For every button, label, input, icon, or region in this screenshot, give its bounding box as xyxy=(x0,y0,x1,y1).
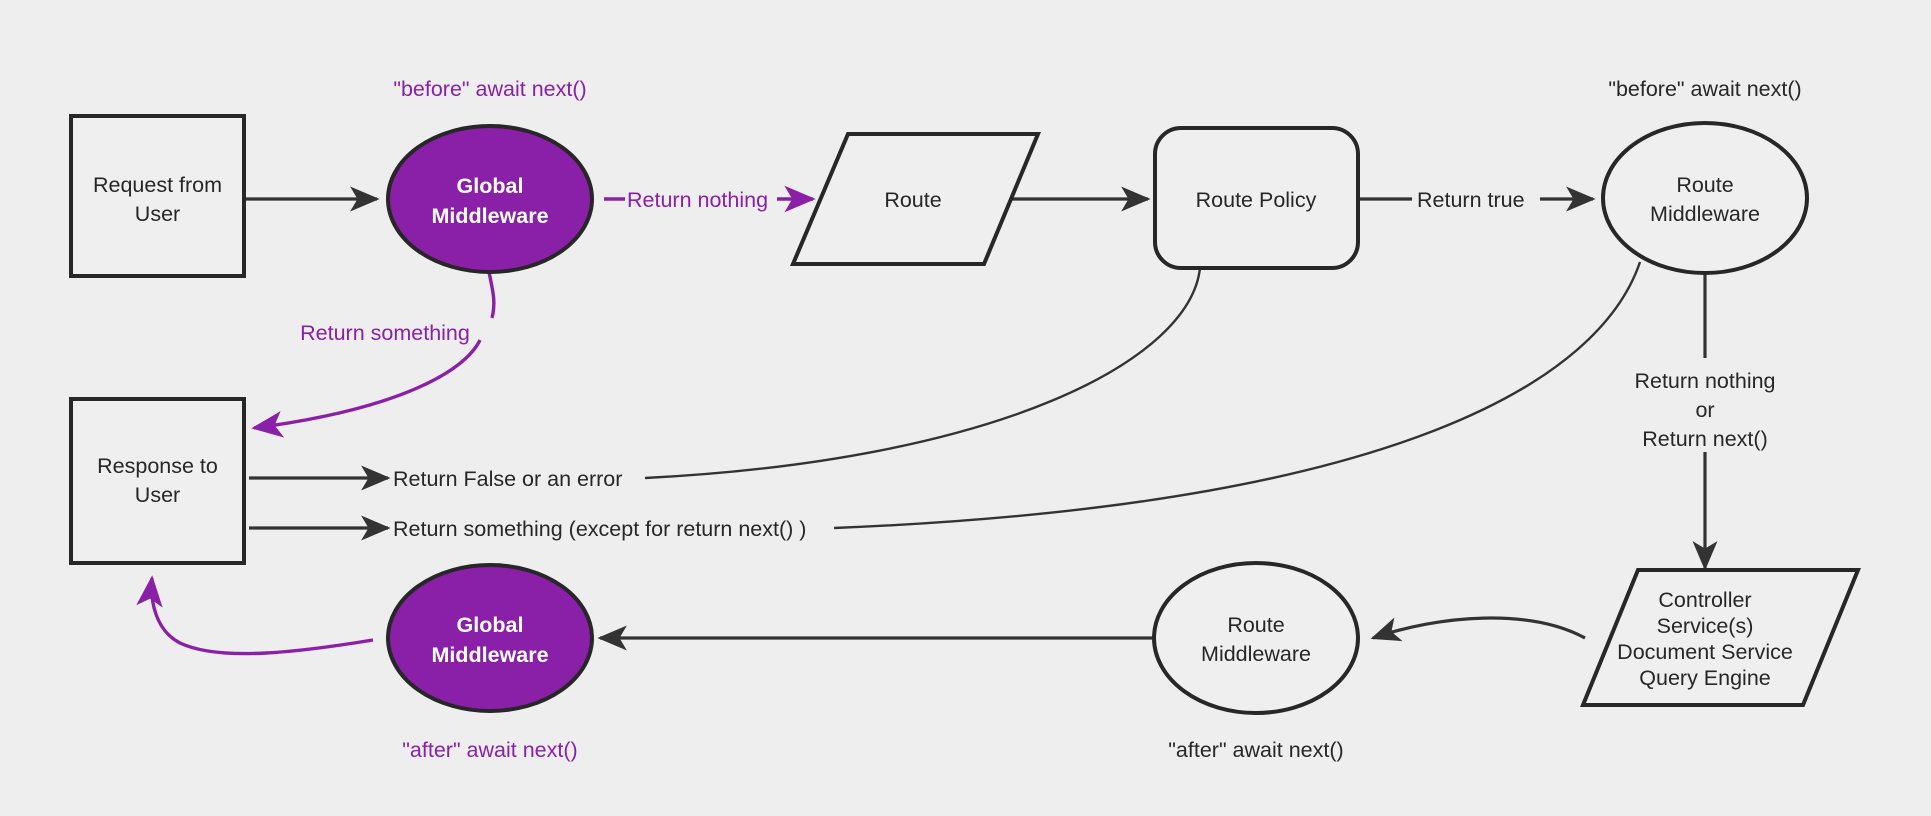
node-request-label-line2: User xyxy=(135,202,180,226)
node-global-middleware-after[interactable]: Global Middleware xyxy=(386,563,594,713)
node-response-label-line2: User xyxy=(135,483,180,507)
edge-route-policy-to-response: Return False or an error xyxy=(249,267,1202,491)
edge-route-middleware-to-controller: Return nothing or Return next() xyxy=(1634,272,1776,571)
annotation-before-await-next-global: "before" await next() xyxy=(393,77,586,101)
annotation-after-await-next-global: "after" await next() xyxy=(402,738,577,762)
node-request-from-user[interactable]: Request from User xyxy=(69,114,246,278)
node-response-label-line1: Response to xyxy=(97,454,218,478)
node-route-policy-label: Route Policy xyxy=(1196,188,1317,212)
node-controller-label-line1: Controller xyxy=(1658,588,1751,612)
annotation-after-await-next-route: "after" await next() xyxy=(1168,738,1343,762)
node-route-label: Route xyxy=(884,188,941,212)
edge-route-middleware-to-response: Return something (except for return next… xyxy=(249,261,1642,541)
node-route-middleware-after[interactable]: Route Middleware xyxy=(1152,561,1360,715)
edge-label-rmw-down-line1: Return nothing xyxy=(1634,369,1775,393)
node-controller-label-line4: Query Engine xyxy=(1639,666,1770,690)
node-global-middleware-before[interactable]: Global Middleware xyxy=(386,124,594,274)
node-route-middleware-before-label-line1: Route xyxy=(1676,173,1733,197)
edge-label-return-false-or-error: Return False or an error xyxy=(393,467,622,491)
node-route-middleware-before[interactable]: Route Middleware xyxy=(1601,121,1809,275)
edge-label-return-something: Return something xyxy=(300,321,470,345)
annotation-before-await-next-route: "before" await next() xyxy=(1608,77,1801,101)
node-global-middleware-after-label-line1: Global xyxy=(457,613,524,637)
edge-label-return-true: Return true xyxy=(1417,188,1525,212)
node-global-middleware-after-label-line2: Middleware xyxy=(431,643,548,667)
node-route-policy[interactable]: Route Policy xyxy=(1153,126,1360,270)
edge-route-policy-to-route-middleware: Return true xyxy=(1358,186,1596,212)
node-route[interactable]: Route xyxy=(789,132,1041,266)
node-global-middleware-before-label-line2: Middleware xyxy=(431,204,548,228)
edge-label-rmw-down-line3: Return next() xyxy=(1642,427,1767,451)
edge-global-middleware-to-route: Return nothing xyxy=(604,185,816,213)
edge-label-rmw-down-line2: or xyxy=(1695,398,1714,422)
node-route-middleware-after-label-line2: Middleware xyxy=(1201,642,1311,666)
node-route-middleware-before-label-line2: Middleware xyxy=(1650,202,1760,226)
edge-global-middleware-to-response: Return something xyxy=(251,271,496,438)
node-controller-services[interactable]: Controller Service(s) Document Service Q… xyxy=(1580,568,1861,707)
node-request-label-line1: Request from xyxy=(93,173,222,197)
node-route-middleware-after-label-line1: Route xyxy=(1227,613,1284,637)
node-controller-label-line3: Document Service xyxy=(1617,640,1793,664)
node-global-middleware-before-label-line1: Global xyxy=(457,174,524,198)
edge-global-middleware-after-to-response xyxy=(136,575,374,656)
edge-label-return-nothing-top: Return nothing xyxy=(627,188,768,212)
edge-controller-to-route-middleware-after xyxy=(1370,616,1586,642)
node-response-to-user[interactable]: Response to User xyxy=(69,397,246,565)
edge-label-return-something-except: Return something (except for return next… xyxy=(393,517,806,541)
node-controller-label-line2: Service(s) xyxy=(1657,614,1754,638)
